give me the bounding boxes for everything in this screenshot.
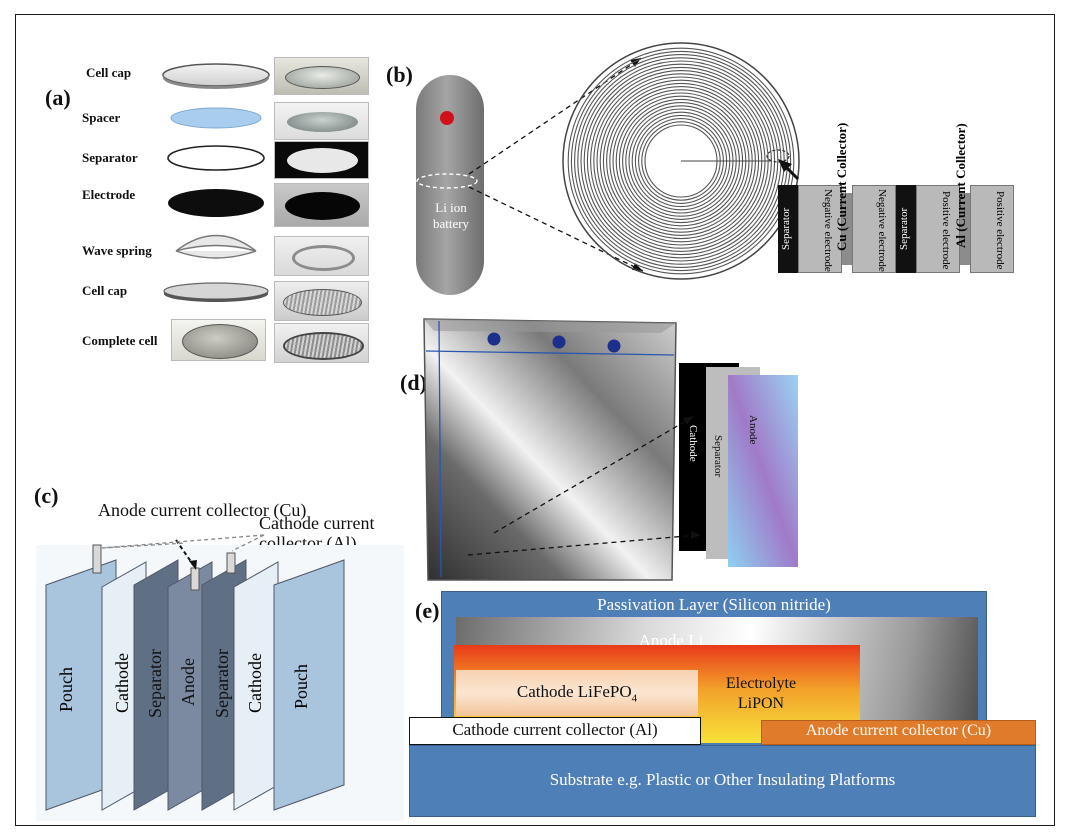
anode-current-collector-cu: [761, 720, 1036, 745]
label-complete-cell: Complete cell: [82, 333, 158, 348]
label-electrolyte: Electrolyte: [725, 675, 797, 692]
panel-b-label: (b): [386, 62, 413, 87]
label-li-ion-battery: Li ion battery: [432, 200, 470, 231]
label-c-pouch-1: Pouch: [56, 667, 76, 713]
label-c-cathode-1: Cathode: [112, 653, 132, 713]
coin-cell-exploded-drawings: [162, 63, 270, 302]
label-d-anode: Anode: [747, 415, 759, 445]
panel-a-label: (a): [45, 85, 71, 110]
photo-electrode: [274, 183, 369, 227]
layer-negative-electrode-1: Negative electrode: [798, 185, 842, 273]
label-c-pouch-2: Pouch: [291, 664, 311, 710]
layer-negative-electrode-2: Negative electrode: [852, 185, 896, 273]
cathode-lifepo4-layer: [456, 670, 698, 716]
label-cathode-current-collector-al: Cathode current collector (Al): [452, 720, 658, 739]
label-electrode: Electrode: [82, 187, 136, 202]
label-spacer: Spacer: [82, 110, 121, 125]
photo-cell-cap-bottom: [274, 281, 369, 321]
photo-separator: [274, 141, 369, 179]
substrate-layer: [409, 745, 1036, 817]
cathode-current-collector-al: [409, 717, 701, 745]
photo-complete-cell-top: [171, 319, 266, 361]
label-anode-current-collector-cu: Anode current collector (Cu): [805, 722, 992, 739]
spiral-winding: [570, 50, 792, 272]
label-c-separator-2: Separator: [212, 649, 232, 719]
pouch-cell-diagram: [423, 318, 798, 581]
pouch-layer-stack: [36, 534, 404, 821]
label-c-separator-1: Separator: [145, 649, 165, 719]
spiral-winding: [574, 54, 788, 268]
panel-c-label: (c): [34, 483, 59, 508]
layer-separator-1: Separator: [778, 185, 798, 273]
layer-positive-electrode-2: Positive electrode: [970, 185, 1014, 273]
label-c-anode: Anode: [178, 658, 198, 706]
cylindrical-cell-diagram: [416, 42, 800, 295]
layer-al-collector: [960, 193, 970, 265]
layer-positive-electrode-1: Positive electrode: [916, 185, 960, 273]
label-passivation-layer: Passivation Layer (Silicon nitride): [597, 595, 831, 614]
photo-wave-spring: [274, 236, 369, 276]
label-anode-current-collector: Anode current collector (Cu): [98, 500, 307, 520]
label-cell-cap-top: Cell cap: [86, 65, 132, 80]
label-separator: Separator: [82, 150, 138, 165]
label-lipon: LiPON: [737, 695, 785, 712]
photo-cell-cap-top: [274, 57, 369, 95]
label-d-separator: Separator: [712, 435, 724, 478]
label-cell-cap-bottom: Cell cap: [82, 283, 128, 298]
spiral-winding: [567, 47, 795, 275]
panel-d-label: (d): [400, 370, 427, 395]
label-d-cathode: Cathode: [687, 425, 699, 462]
label-c-cathode-2: Cathode: [245, 653, 265, 713]
label-substrate: Substrate e.g. Plastic or Other Insulati…: [549, 770, 896, 789]
photo-complete-cell-side: [274, 323, 369, 363]
spiral-winding: [583, 63, 779, 259]
spiral-winding: [586, 66, 776, 256]
panel-e-label: (e): [415, 598, 440, 623]
layer-cu-collector: [842, 193, 852, 265]
layer-separator-2: Separator: [896, 185, 916, 273]
label-wave-spring: Wave spring: [82, 243, 152, 258]
photo-spacer: [274, 102, 369, 140]
label-cathode-lifepo4: Cathode LiFePO4: [516, 682, 638, 705]
pouch-sheet: [273, 559, 345, 811]
figure-frame: (a) Cell cap Spacer Separator Electrode …: [15, 14, 1055, 826]
